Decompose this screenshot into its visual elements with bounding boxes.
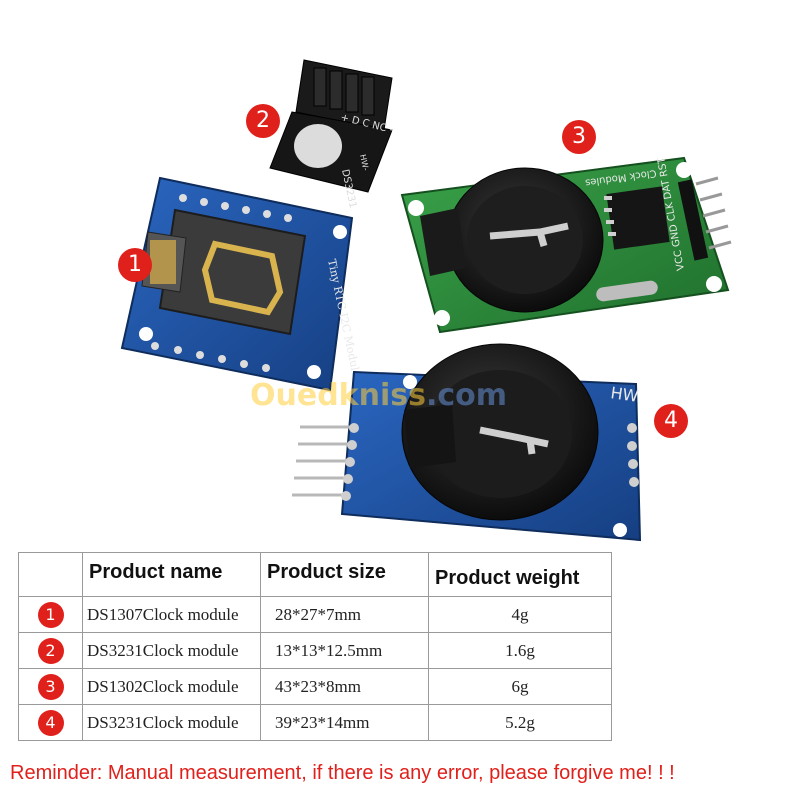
badge-4: 4	[654, 404, 688, 438]
badge-2: 2	[246, 104, 280, 138]
module-4-ds3231: HW	[292, 343, 642, 542]
row-weight: 5.2g	[428, 704, 612, 741]
product-photo: Tiny RTC I2C Modules + D C NC - DS3231 H…	[120, 59, 732, 542]
table-row: 2 DS3231Clock module 13*13*12.5mm 1.6g	[18, 632, 612, 669]
module-2-ds3231-mini: + D C NC - DS3231 HW-	[269, 59, 395, 209]
row-size: 43*23*8mm	[260, 668, 429, 705]
reminder-text: Reminder: Manual measurement, if there i…	[10, 762, 675, 784]
row-name: DS3231Clock module	[82, 704, 261, 741]
row-badge: 2	[37, 637, 64, 664]
row-badge: 1	[37, 601, 64, 628]
row-size: 28*27*7mm	[260, 596, 429, 633]
row-name: DS3231Clock module	[82, 632, 261, 669]
header-product-name: Product name	[82, 552, 261, 597]
module-1-ds1307: Tiny RTC I2C Modules	[120, 176, 364, 392]
table-row: 1 DS1307Clock module 28*27*7mm 4g	[18, 596, 612, 633]
table-header-row: Product name Product size Product weight	[18, 552, 612, 597]
row-weight: 4g	[428, 596, 612, 633]
row-weight: 6g	[428, 668, 612, 705]
row-name: DS1307Clock module	[82, 596, 261, 633]
board2-code: HW-	[358, 154, 370, 172]
header-product-size: Product size	[260, 552, 429, 597]
row-name: DS1302Clock module	[82, 668, 261, 705]
module-3-ds1302: Clock Modules VCC GND CLK DAT RST	[400, 156, 732, 334]
header-product-weight: Product weight	[428, 552, 612, 597]
badge-1: 1	[118, 248, 152, 282]
spec-table: Product name Product size Product weight…	[18, 552, 612, 741]
row-badge: 4	[37, 709, 64, 736]
badge-3: 3	[562, 120, 596, 154]
row-size: 13*13*12.5mm	[260, 632, 429, 669]
row-size: 39*23*14mm	[260, 704, 429, 741]
table-row: 4 DS3231Clock module 39*23*14mm 5.2g	[18, 704, 612, 741]
row-weight: 1.6g	[428, 632, 612, 669]
watermark: Ouedkniss.com	[250, 378, 508, 413]
board4-label: HW	[609, 383, 639, 406]
header-index	[18, 552, 83, 597]
row-badge: 3	[37, 673, 64, 700]
table-row: 3 DS1302Clock module 43*23*8mm 6g	[18, 668, 612, 705]
